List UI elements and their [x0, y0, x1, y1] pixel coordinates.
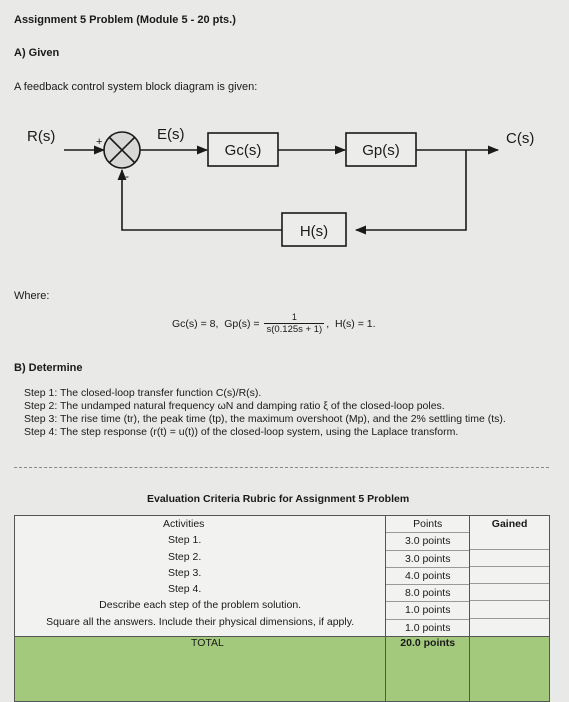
gp-numerator: 1: [291, 312, 297, 322]
points-step-3: 4.0 points: [386, 568, 470, 586]
gp-block-label: Gp(s): [362, 142, 400, 159]
points-square: 1.0 points: [404, 621, 451, 634]
step-3: Step 3: The rise time (tr), the peak tim…: [24, 413, 506, 425]
gained-cell-2[interactable]: [470, 550, 549, 567]
h-equation: H(s) = 1.: [334, 318, 376, 330]
activity-step-2: Step 2.: [168, 550, 202, 563]
gained-column: Gained: [469, 514, 550, 638]
points-step-4: 8.0 points: [386, 585, 470, 603]
total-row: TOTAL 20.0 points: [13, 636, 550, 702]
gp-denominator: s(0.125s + 1): [264, 323, 325, 335]
points-step-2: 3.0 points: [386, 551, 470, 568]
where-label: Where:: [14, 290, 50, 302]
activities-header: Activities: [163, 518, 205, 530]
determine-heading: B) Determine: [14, 362, 83, 374]
activities-column: Activities Step 1. Step 2. Step 3. Step …: [13, 514, 387, 638]
points-header: Points: [386, 516, 470, 534]
intro-text: A feedback control system block diagram …: [14, 81, 258, 93]
gained-cell-6[interactable]: [470, 619, 549, 635]
gc-equation: Gc(s) = 8,: [172, 318, 219, 330]
input-label: R(s): [27, 128, 55, 145]
output-label: C(s): [506, 130, 534, 147]
total-label-cell: TOTAL: [13, 636, 387, 702]
gc-block-label: Gc(s): [225, 142, 262, 159]
step-2: Step 2: The undamped natural frequency ω…: [24, 400, 445, 412]
total-label: TOTAL: [191, 637, 224, 650]
error-label: E(s): [157, 126, 185, 143]
feedback-arrow-out: [117, 168, 282, 231]
points-describe: 1.0 points: [386, 602, 470, 620]
step-4: Step 4: The step response (r(t) = u(t)) …: [24, 426, 459, 438]
rubric-table: Activities Step 1. Step 2. Step 3. Step …: [13, 514, 550, 702]
total-gained-cell[interactable]: [469, 636, 550, 702]
activity-step-1: Step 1.: [168, 534, 202, 547]
gained-header: Gained: [491, 518, 528, 530]
gained-cell-3[interactable]: [470, 567, 549, 585]
given-heading: A) Given: [14, 47, 60, 59]
gained-cell-4[interactable]: [470, 584, 549, 602]
gp-fraction: 1 s(0.125s + 1): [264, 312, 325, 336]
rubric-body-row: Activities Step 1. Step 2. Step 3. Step …: [13, 514, 550, 638]
points-step-1: 3.0 points: [386, 533, 470, 551]
minus-sign: -: [125, 169, 129, 183]
activity-square: Square all the answers. Include their ph…: [46, 615, 355, 628]
gained-cell-5[interactable]: [470, 601, 549, 619]
assignment-title: Assignment 5 Problem (Module 5 - 20 pts.…: [14, 14, 236, 26]
gp-prefix: Gp(s) =: [224, 318, 260, 330]
steps-list: Step 1: The closed-loop transfer functio…: [24, 387, 506, 439]
feedback-arrow-in: [354, 150, 467, 235]
activity-step-4: Step 4.: [168, 583, 202, 596]
activity-describe: Describe each step of the problem soluti…: [99, 599, 302, 612]
gained-cell-1[interactable]: [470, 532, 549, 550]
block-diagram: R(s) + - E(s) Gc(s) Gp(s) C(s) H(s): [27, 126, 534, 247]
h-block-label: H(s): [300, 223, 328, 240]
section-divider: [14, 467, 549, 468]
gp-block: [345, 132, 417, 167]
summing-junction: [103, 131, 141, 169]
gc-block: [207, 132, 279, 167]
total-points: 20.0 points: [385, 636, 471, 702]
points-column: Points 3.0 points 3.0 points 4.0 points …: [385, 514, 471, 638]
transfer-functions: Gc(s) = 8, Gp(s) = 1 s(0.125s + 1) , H(s…: [172, 312, 376, 336]
step-1: Step 1: The closed-loop transfer functio…: [24, 387, 262, 399]
rubric-title: Evaluation Criteria Rubric for Assignmen…: [147, 493, 410, 505]
activity-step-3: Step 3.: [168, 566, 202, 579]
plus-sign: +: [96, 136, 102, 148]
formula-comma: ,: [326, 318, 330, 330]
